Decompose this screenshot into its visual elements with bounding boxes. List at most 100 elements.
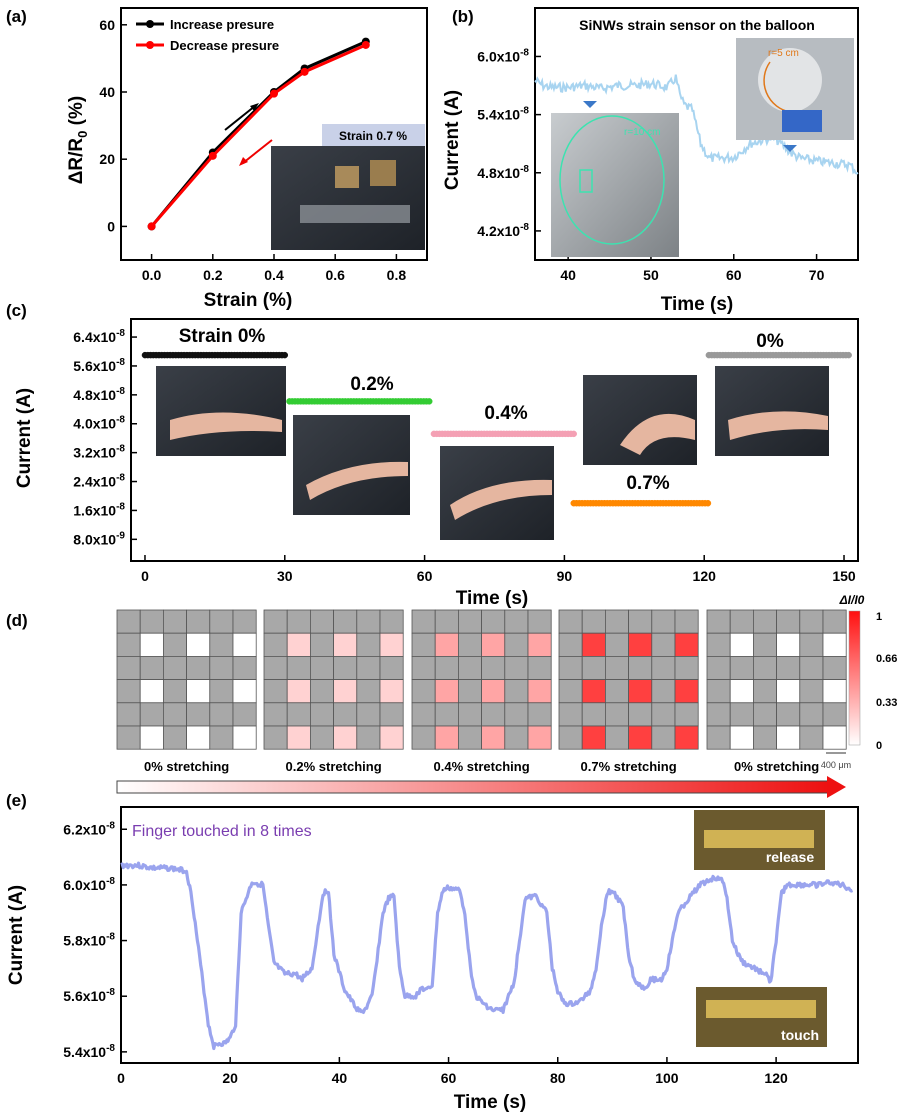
- inset-release-label: release: [766, 849, 814, 865]
- y-tick-label: 5.4x10-8: [477, 106, 529, 123]
- sensor-pixel: [434, 679, 459, 704]
- grid-cell: [411, 656, 436, 681]
- inset-photo-clamp2: [370, 160, 396, 186]
- data-point: [270, 89, 278, 98]
- sensor-pixel: [232, 725, 257, 750]
- colorbar-tick-0: 0: [876, 740, 882, 752]
- sensor-pixel: [822, 632, 847, 657]
- panel-c-plot: [141, 351, 852, 507]
- grid-cell: [333, 609, 358, 634]
- grid-cell: [706, 702, 731, 727]
- grid-cell: [481, 656, 506, 681]
- y-tick-label: 3.2x10-8: [73, 444, 125, 461]
- grid-cell: [286, 609, 311, 634]
- grid-cell: [799, 679, 824, 704]
- grid-cell: [116, 725, 141, 750]
- grid-cell: [799, 725, 824, 750]
- x-tick-label: 0: [141, 568, 149, 584]
- inset-touch-sensor: [706, 1000, 816, 1018]
- finger-shape-3: [620, 413, 695, 455]
- grid-cell: [651, 679, 676, 704]
- data-point: [300, 67, 309, 76]
- grid-cell: [457, 679, 482, 704]
- x-tick-label: 60: [441, 1070, 457, 1086]
- sensor-pixel: [581, 679, 606, 704]
- colorbar-tick-1: 1: [876, 611, 882, 623]
- grid-cell: [605, 679, 630, 704]
- panel-e-annotation: Finger touched in 8 times: [132, 823, 312, 840]
- grid-cell: [286, 656, 311, 681]
- grid-cell: [209, 656, 234, 681]
- y-tick-label: 0: [107, 218, 115, 234]
- grid-cell: [527, 656, 552, 681]
- sensor-pixel: [333, 725, 358, 750]
- grid-cell: [776, 609, 801, 634]
- panel-c-ylabel: Current (A): [14, 388, 35, 488]
- sensor-pixel: [674, 725, 699, 750]
- stretch-arrowhead: [827, 776, 846, 798]
- grid-cell: [309, 632, 334, 657]
- x-tick-label: 40: [560, 267, 576, 283]
- grid-cell: [434, 702, 459, 727]
- grid-cell: [263, 632, 288, 657]
- inset-balloon-small-body: [758, 48, 822, 112]
- sensor-pixel: [139, 632, 164, 657]
- sensor-pixel: [729, 679, 754, 704]
- data-point: [147, 222, 156, 231]
- grid-cell: [822, 656, 847, 681]
- pointer-arrow-large: [583, 101, 597, 108]
- grid-cell: [309, 656, 334, 681]
- y-tick-label: 60: [99, 17, 115, 33]
- grid-cell: [356, 702, 381, 727]
- current-trace: [534, 74, 859, 175]
- grid-cell: [333, 702, 358, 727]
- grid-cell: [116, 656, 141, 681]
- y-tick-label: 6.0x10-8: [477, 47, 529, 64]
- grid-cell: [356, 725, 381, 750]
- x-tick-label: 60: [417, 568, 433, 584]
- y-tick-label: 6.2x10-8: [63, 820, 115, 837]
- sensor-pixel: [581, 725, 606, 750]
- grid-cell: [232, 609, 257, 634]
- grid-cell: [753, 679, 778, 704]
- y-tick-label: 4.2x10-8: [477, 222, 529, 239]
- grid-cell: [379, 609, 404, 634]
- y-tick-label: 40: [99, 84, 115, 100]
- grid-cell: [263, 702, 288, 727]
- step-label-1: 0.2%: [350, 374, 393, 395]
- grid-cell: [411, 609, 436, 634]
- step-point-2: [570, 430, 577, 438]
- y-tick-label: 4.8x10-8: [73, 386, 125, 403]
- grid-cell: [605, 632, 630, 657]
- grid-cell: [504, 725, 529, 750]
- grid-cell: [286, 702, 311, 727]
- grid-cell: [162, 725, 187, 750]
- grid-cell: [186, 702, 211, 727]
- sensor-pixel: [674, 632, 699, 657]
- grid-cell: [162, 656, 187, 681]
- inset-balloon-sensor: [579, 169, 593, 193]
- sensor-pixel: [186, 725, 211, 750]
- grid-cell: [628, 656, 653, 681]
- grid-cell: [558, 679, 583, 704]
- grid-cell: [309, 725, 334, 750]
- panel-a-legend: Increase presure Decrease presure: [136, 17, 279, 53]
- sensor-pixel: [232, 679, 257, 704]
- grid-cell: [263, 725, 288, 750]
- finger-shape-2: [450, 479, 552, 520]
- grid-label-4: 0% stretching: [734, 759, 819, 774]
- inset-radius-5: r=5 cm: [768, 48, 799, 59]
- sensor-pixel: [286, 632, 311, 657]
- colorbar-title: ΔI/I0: [839, 593, 865, 607]
- panel-label-b: (b): [452, 7, 474, 26]
- grid-cell: [333, 656, 358, 681]
- grid-cell: [799, 656, 824, 681]
- inset-radius-10: r=10 cm: [624, 127, 660, 138]
- sensor-pixel: [481, 725, 506, 750]
- grid-cell: [706, 656, 731, 681]
- x-tick-label: 0.2: [203, 267, 223, 283]
- grid-cell: [481, 702, 506, 727]
- legend-label-decrease: Decrease presure: [170, 38, 279, 53]
